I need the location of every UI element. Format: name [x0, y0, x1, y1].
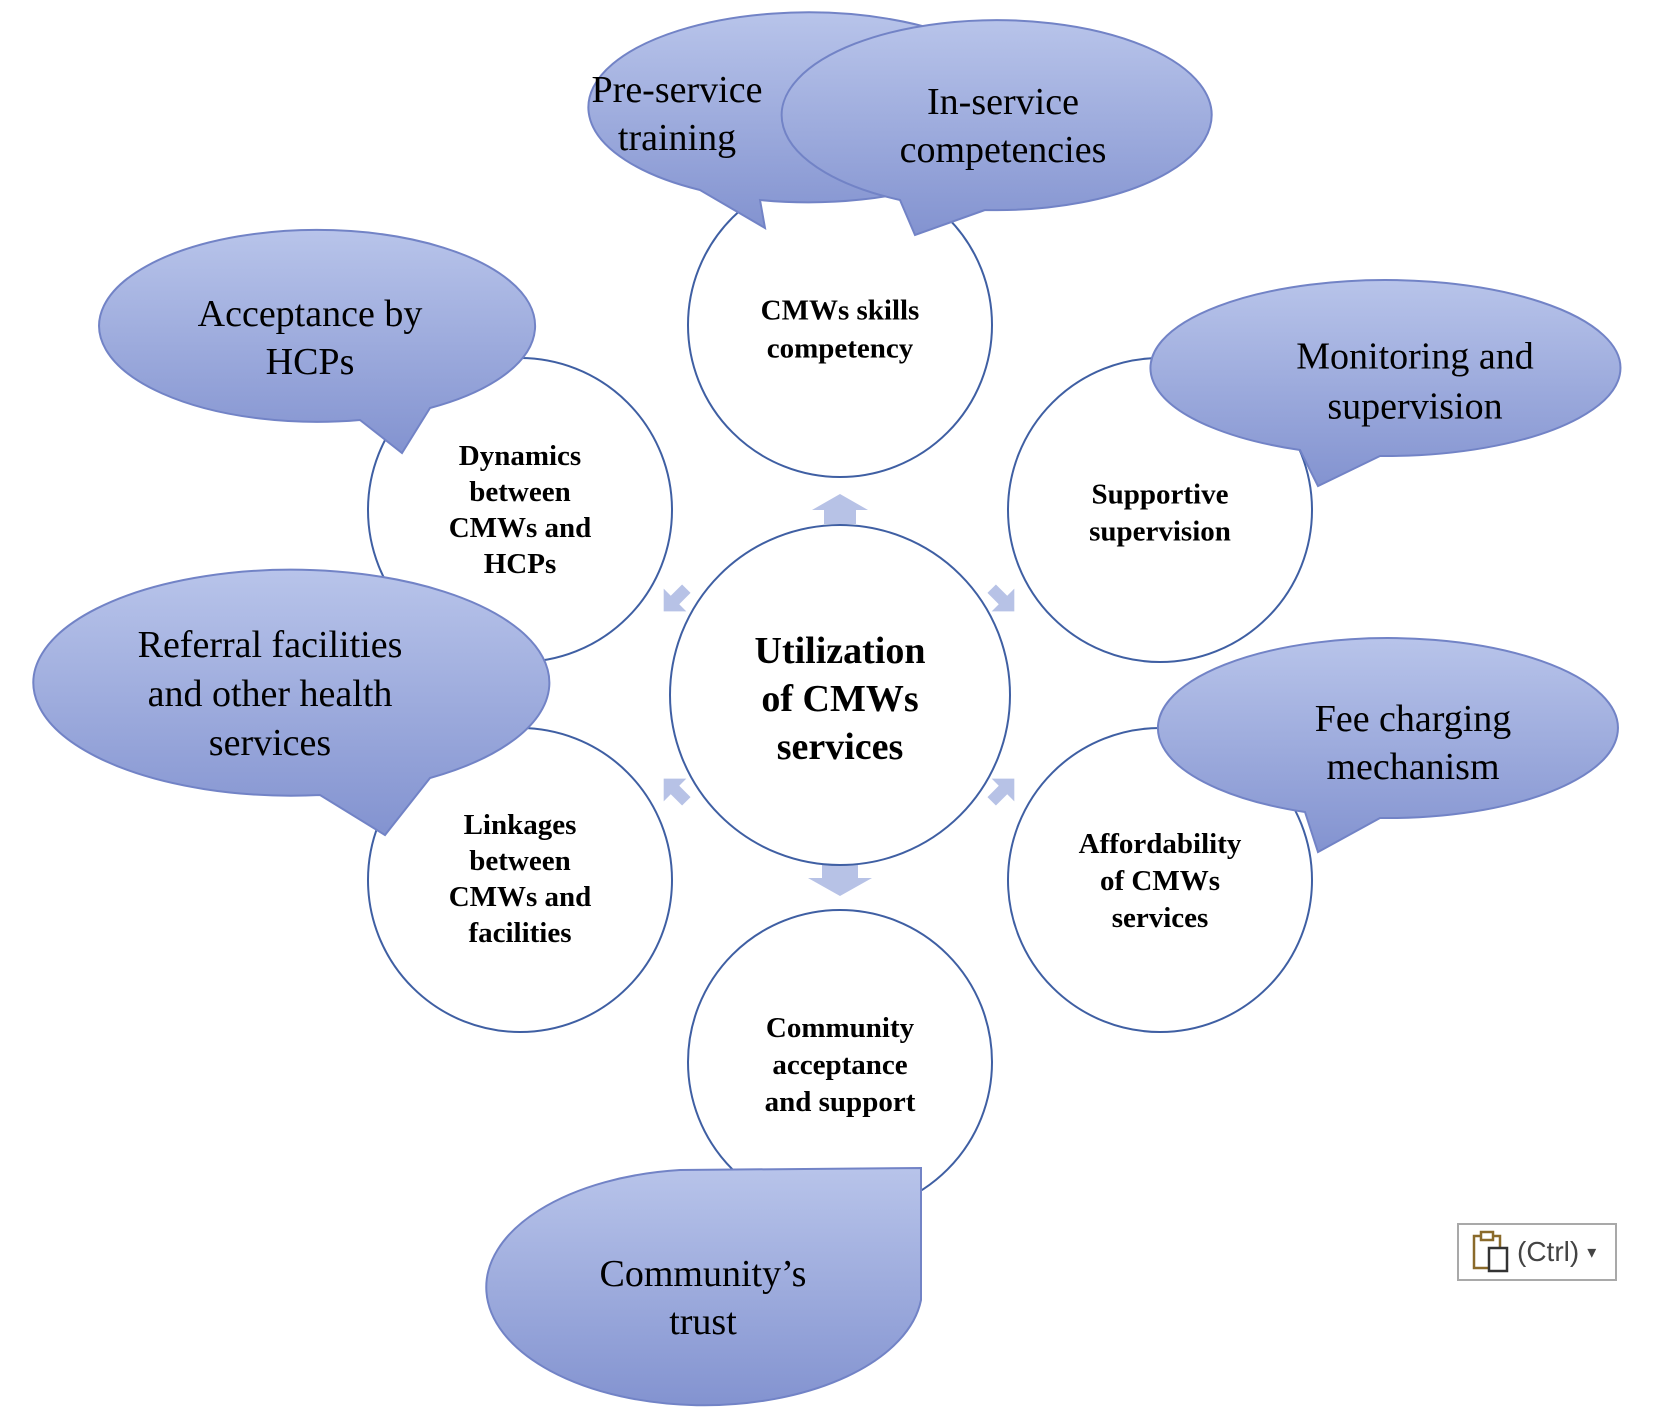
callout-fee: Fee charging mechanism [1156, 637, 1619, 854]
callout-in-service: In-service competencies [780, 19, 1213, 237]
callout-referral: Referral facilities and other health servi… [32, 568, 551, 837]
text-line: and other health [148, 673, 393, 715]
text-line: Referral facilities [138, 624, 403, 666]
supervision-text: Supportive supervision [1089, 479, 1231, 548]
text-line: services [1112, 902, 1209, 934]
text-line: CMWs and [449, 512, 592, 544]
text-line: competency [767, 333, 914, 365]
text-line: Affordability [1079, 828, 1242, 860]
text-line: In-service [927, 81, 1079, 123]
text-line: CMWs skills [761, 295, 920, 327]
text-line: trust [669, 1301, 737, 1343]
arrow-upper-left [663, 584, 691, 612]
trust-text: Community’s trust [600, 1253, 807, 1343]
text-line: between [469, 476, 570, 508]
text-line: training [618, 117, 736, 159]
text-line: supervision [1327, 386, 1502, 428]
text-line: facilities [468, 917, 571, 949]
text-line: HCPs [484, 548, 557, 580]
arrow-up [812, 494, 868, 524]
text-line: HCPs [266, 341, 355, 383]
paste-options-button[interactable]: (Ctrl) ▾ [1457, 1223, 1617, 1281]
text-line: Linkages [464, 809, 577, 841]
community-text: Community acceptance and support [765, 1012, 916, 1118]
in-service-text: In-service competencies [900, 81, 1107, 171]
text-line: supervision [1089, 516, 1231, 548]
text-line: of CMWs [1100, 865, 1220, 897]
circle-center [669, 524, 1011, 866]
callout-acceptance-hcps: Acceptance by HCPs [98, 228, 537, 455]
center-text: Utilization of CMWs services [755, 630, 926, 768]
text-line: services [209, 722, 331, 764]
text-line: of CMWs [761, 678, 918, 720]
pre-service-text: Pre-service training [592, 69, 763, 159]
arrow-upper-right [987, 584, 1015, 612]
monitoring-text: Monitoring and supervision [1296, 336, 1533, 428]
arrow-down [808, 864, 872, 896]
text-line: competencies [900, 129, 1107, 171]
text-line: mechanism [1326, 746, 1499, 788]
text-line: CMWs and [449, 881, 592, 913]
text-line: Community’s [600, 1253, 807, 1295]
fee-text: Fee charging mechanism [1315, 698, 1512, 788]
skills-text: CMWs skills competency [761, 295, 920, 365]
text-line: Monitoring and [1296, 336, 1533, 378]
affordability-text: Affordability of CMWs services [1079, 828, 1242, 934]
text-line: Dynamics [459, 440, 581, 472]
text-line: Pre-service [592, 69, 763, 111]
text-line: Fee charging [1315, 698, 1512, 740]
arrow-lower-right [987, 778, 1015, 806]
text-line: services [777, 726, 904, 768]
acceptance-text: Acceptance by HCPs [198, 293, 423, 383]
callout-monitoring: Monitoring and supervision [1149, 279, 1622, 488]
text-line: between [469, 845, 570, 877]
paste-options-label: (Ctrl) [1517, 1236, 1580, 1267]
clipboard-icon [1472, 1230, 1509, 1273]
text-line: Utilization [755, 630, 926, 672]
text-line: Acceptance by [198, 293, 423, 335]
text-line: Supportive [1092, 479, 1229, 511]
callout-trust: Community’s trust [485, 1166, 922, 1407]
text-line: acceptance [772, 1049, 907, 1081]
arrow-lower-left [663, 778, 691, 806]
text-line: and support [765, 1086, 916, 1118]
chevron-down-icon: ▾ [1587, 1241, 1597, 1262]
arrows-group [663, 494, 1015, 896]
text-line: Community [766, 1012, 915, 1044]
referral-text: Referral facilities and other health servi… [138, 624, 403, 764]
